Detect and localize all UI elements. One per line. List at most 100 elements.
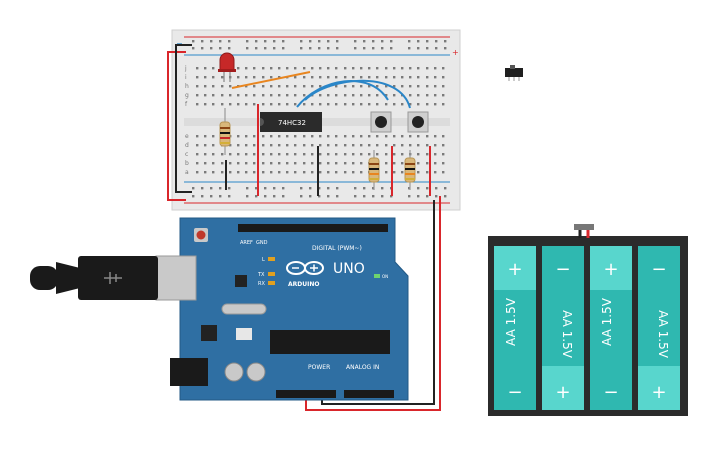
breadboard-hole[interactable] [212,76,215,79]
breadboard-hole[interactable] [270,76,273,79]
breadboard-hole[interactable] [434,67,437,70]
breadboard-hole[interactable] [245,171,248,174]
breadboard-hole[interactable] [376,144,379,147]
breadboard-hole[interactable] [278,103,281,106]
breadboard-hole[interactable] [434,85,437,88]
breadboard-hole[interactable] [352,76,355,79]
breadboard-hole[interactable] [393,76,396,79]
breadboard-hole[interactable] [360,144,363,147]
breadboard-hole[interactable] [319,67,322,70]
breadboard-hole[interactable] [303,153,306,156]
breadboard-hole[interactable] [270,135,273,138]
breadboard-hole[interactable] [253,135,256,138]
breadboard-hole[interactable] [270,103,273,106]
breadboard-hole[interactable] [385,144,388,147]
breadboard-hole[interactable] [278,135,281,138]
breadboard-hole[interactable] [336,195,339,198]
breadboard-hole[interactable] [385,153,388,156]
breadboard-hole[interactable] [352,103,355,106]
breadboard-hole[interactable] [426,40,429,43]
breadboard-hole[interactable] [393,103,396,106]
breadboard-hole[interactable] [253,76,256,79]
breadboard-hole[interactable] [237,144,240,147]
breadboard-hole[interactable] [376,76,379,79]
breadboard-hole[interactable] [255,195,258,198]
breadboard-hole[interactable] [253,94,256,97]
breadboard-hole[interactable] [344,67,347,70]
breadboard-hole[interactable] [311,67,314,70]
breadboard-hole[interactable] [270,85,273,88]
breadboard-hole[interactable] [417,103,420,106]
breadboard-hole[interactable] [273,47,276,50]
breadboard-hole[interactable] [417,94,420,97]
breadboard-hole[interactable] [192,47,195,50]
usb-plug-icon[interactable] [30,256,158,300]
breadboard-hole[interactable] [212,94,215,97]
breadboard-hole[interactable] [309,187,312,190]
breadboard-hole[interactable] [212,171,215,174]
breadboard-hole[interactable] [229,85,232,88]
breadboard-hole[interactable] [228,187,231,190]
breadboard-hole[interactable] [368,144,371,147]
breadboard-hole[interactable] [442,103,445,106]
breadboard-hole[interactable] [401,153,404,156]
breadboard-hole[interactable] [409,94,412,97]
breadboard-hole[interactable] [253,144,256,147]
breadboard-hole[interactable] [318,47,321,50]
breadboard-hole[interactable] [210,47,213,50]
breadboard-hole[interactable] [237,94,240,97]
breadboard-hole[interactable] [221,162,224,165]
breadboard-hole[interactable] [426,103,429,106]
breadboard-hole[interactable] [408,195,411,198]
breadboard-hole[interactable] [319,153,322,156]
breadboard-hole[interactable] [201,187,204,190]
breadboard-hole[interactable] [401,103,404,106]
breadboard-hole[interactable] [327,153,330,156]
breadboard-hole[interactable] [262,162,265,165]
breadboard-hole[interactable] [401,67,404,70]
breadboard-hole[interactable] [286,153,289,156]
breadboard-hole[interactable] [229,153,232,156]
breadboard-hole[interactable] [311,171,314,174]
breadboard-hole[interactable] [360,67,363,70]
breadboard-hole[interactable] [390,195,393,198]
breadboard-hole[interactable] [204,85,207,88]
breadboard-hole[interactable] [319,162,322,165]
breadboard-hole[interactable] [229,144,232,147]
breadboard-hole[interactable] [435,47,438,50]
breadboard-hole[interactable] [401,85,404,88]
breadboard-hole[interactable] [336,187,339,190]
breadboard-hole[interactable] [221,171,224,174]
pushbutton-icon[interactable] [407,111,429,133]
breadboard-hole[interactable] [286,162,289,165]
breadboard-hole[interactable] [228,195,231,198]
reset-button-cap[interactable] [196,230,206,240]
breadboard-hole[interactable] [221,85,224,88]
breadboard-hole[interactable] [344,135,347,138]
breadboard-hole[interactable] [344,153,347,156]
slide-switch-icon[interactable] [505,65,523,81]
breadboard-hole[interactable] [286,94,289,97]
breadboard-hole[interactable] [229,94,232,97]
breadboard-hole[interactable] [393,144,396,147]
breadboard-hole[interactable] [363,187,366,190]
breadboard-hole[interactable] [319,135,322,138]
breadboard-hole[interactable] [246,47,249,50]
battery-cell[interactable]: +−AA 1.5V [590,246,632,410]
breadboard-hole[interactable] [319,85,322,88]
breadboard-hole[interactable] [210,187,213,190]
breadboard-hole[interactable] [262,144,265,147]
breadboard-hole[interactable] [311,153,314,156]
power-jack[interactable] [170,358,208,386]
breadboard-hole[interactable] [253,85,256,88]
breadboard-hole[interactable] [237,162,240,165]
breadboard-hole[interactable] [360,94,363,97]
breadboard-hole[interactable] [408,47,411,50]
breadboard-hole[interactable] [376,85,379,88]
breadboard-hole[interactable] [204,144,207,147]
breadboard-hole[interactable] [442,171,445,174]
breadboard-hole[interactable] [335,85,338,88]
breadboard-hole[interactable] [327,162,330,165]
breadboard-hole[interactable] [385,135,388,138]
